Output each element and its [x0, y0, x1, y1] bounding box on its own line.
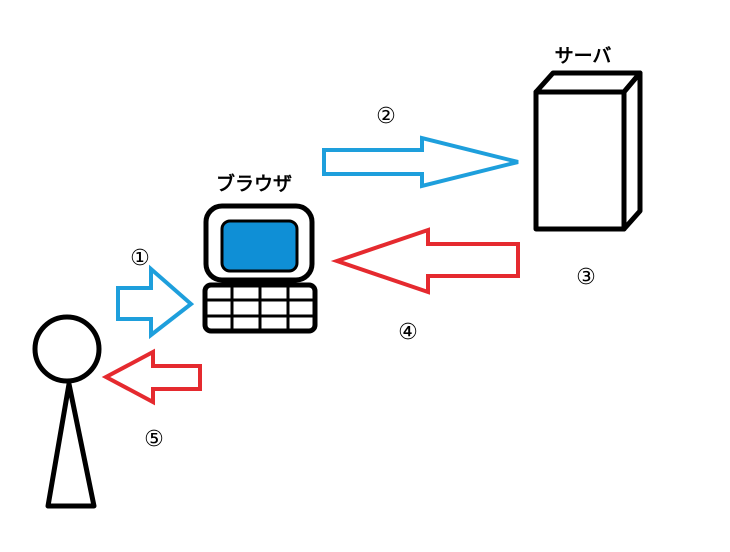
server-icon — [533, 70, 643, 232]
arrow-step1-request — [116, 264, 195, 340]
arrow-step5-response — [101, 348, 202, 406]
arrow-step2-request — [322, 135, 519, 189]
step-5-label: ⑤ — [144, 427, 164, 452]
step-4-label: ④ — [398, 320, 418, 345]
keyboard-keys — [205, 285, 315, 331]
step-2-label: ② — [376, 104, 396, 129]
server-label: サーバ — [555, 45, 612, 67]
step-1-label: ① — [130, 246, 150, 271]
monitor-screen — [220, 219, 299, 273]
arrow-step4-response — [330, 227, 520, 295]
browser-label: ブラウザ — [216, 172, 292, 195]
user-person-icon — [32, 314, 102, 509]
step-3-label: ③ — [576, 265, 596, 290]
browser-computer-icon — [202, 203, 318, 334]
